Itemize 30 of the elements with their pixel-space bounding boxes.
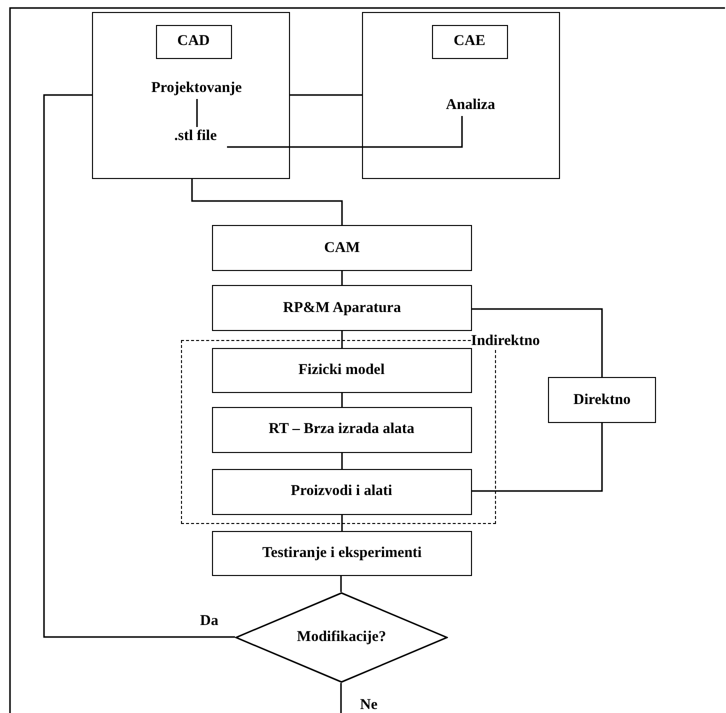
group-box — [362, 12, 560, 179]
process-box: CAD — [156, 24, 232, 58]
process-box: Testiranje i eksperimenti — [212, 531, 472, 576]
text-label: .stl file — [164, 126, 226, 146]
process-box: CAE — [432, 24, 508, 58]
group-box — [92, 12, 290, 179]
group-title: Indirektno — [471, 332, 540, 350]
process-box: CAM — [212, 225, 472, 271]
connector-line — [472, 423, 603, 492]
text-label: Projektovanje — [140, 78, 254, 98]
text-label: Analiza — [434, 96, 508, 116]
connector-line — [340, 576, 342, 592]
process-box: RP&M Aparatura — [212, 285, 472, 331]
connector-line — [341, 393, 343, 407]
connector-line — [472, 308, 603, 377]
process-box: Proizvodi i alati — [212, 468, 472, 514]
process-box: RT – Brza izrada alata — [212, 406, 472, 452]
connector-line — [191, 179, 343, 225]
connector-line — [341, 271, 343, 285]
connector-line — [227, 116, 463, 148]
process-box: Direktno — [548, 377, 656, 423]
connector-line — [290, 94, 362, 96]
decision-diamond: Modifikacije? — [235, 592, 448, 683]
connector-line — [341, 515, 343, 531]
connector-line — [340, 683, 342, 713]
process-box: Fizicki model — [212, 348, 472, 392]
connector-line — [341, 453, 343, 469]
connector-line — [341, 331, 343, 348]
connector-line — [196, 99, 198, 127]
connector-line — [43, 94, 235, 638]
